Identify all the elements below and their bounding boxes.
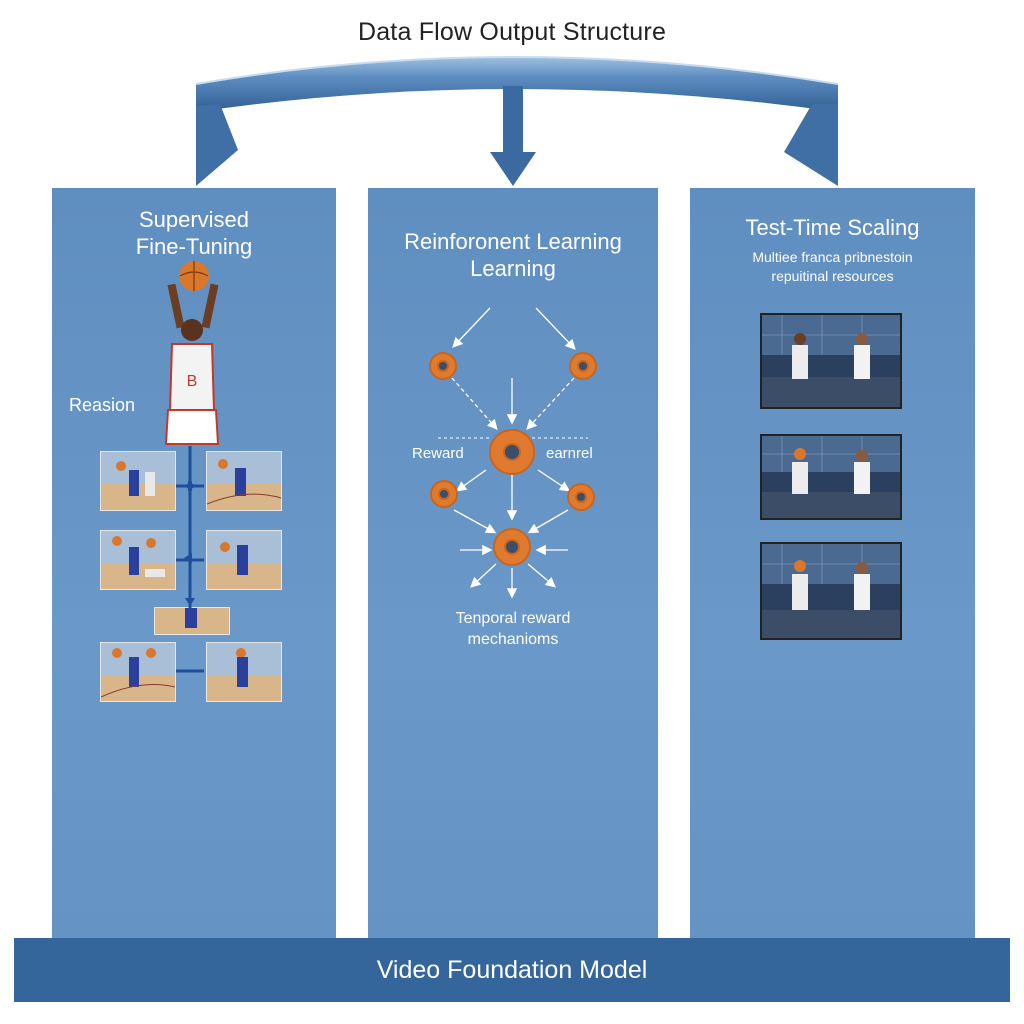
panel-subtitle-tts: Multiee franca pribnestoin repuitinal re… [690, 248, 975, 286]
panel-title-line: Test-Time Scaling [745, 215, 920, 240]
arch-band [196, 57, 838, 112]
frame-thumb [206, 451, 282, 511]
panel-title-line: Fine-Tuning [135, 234, 253, 259]
game-scene-frame [760, 542, 902, 640]
subtitle-line: repuitinal resources [771, 268, 894, 284]
frame-thumb [154, 607, 230, 635]
panel-title-line: Learning [470, 256, 556, 281]
basketball-player-image: B [164, 261, 220, 445]
frame-thumb [100, 530, 176, 590]
game-scene-frame [760, 313, 902, 409]
frame-thumb [206, 530, 282, 590]
frame-thumb [100, 451, 176, 511]
temporal-reward-caption: Tenporal reward mechanioms [368, 608, 658, 650]
reinforcement-learning-panel: Reinforonent Learning Learning [368, 188, 658, 940]
video-foundation-model-bar: Video Foundation Model [14, 938, 1010, 1002]
panel-title-rl: Reinforonent Learning Learning [368, 228, 658, 282]
reasion-label: Reasion [69, 395, 136, 415]
arch-right-arrow [784, 104, 838, 186]
center-arrow-shaft [503, 86, 523, 156]
game-scene-frame [760, 434, 902, 520]
panel-title-line: Reinforonent Learning [404, 229, 622, 254]
panel-title-line: Supervised [138, 207, 250, 232]
frame-connectors [176, 446, 204, 673]
subtitle-line: Multiee franca pribnestoin [752, 249, 913, 265]
diagram-title: Data Flow Output Structure [357, 18, 667, 46]
frame-thumb [206, 642, 282, 702]
arch-left-arrow [196, 104, 238, 186]
reward-label: Reward [412, 445, 464, 462]
player-jersey-number: B [187, 373, 198, 390]
reward-graph [429, 307, 597, 599]
caption-line: Tenporal reward [455, 610, 571, 627]
frame-thumb [100, 642, 176, 702]
earnrel-label: earnrel [546, 445, 593, 462]
flow-arch [195, 56, 839, 186]
panel-title-tts: Test-Time Scaling [690, 214, 975, 241]
panel-title-sft: Supervised Fine-Tuning [52, 206, 336, 260]
reward-node [429, 352, 597, 566]
test-time-scaling-panel: Test-Time Scaling Multiee franca pribnes… [690, 188, 975, 940]
center-arrow-head [490, 152, 536, 186]
supervised-fine-tuning-panel: Supervised Fine-Tuning Reasion B [52, 188, 336, 940]
caption-line: mechanioms [467, 631, 559, 648]
